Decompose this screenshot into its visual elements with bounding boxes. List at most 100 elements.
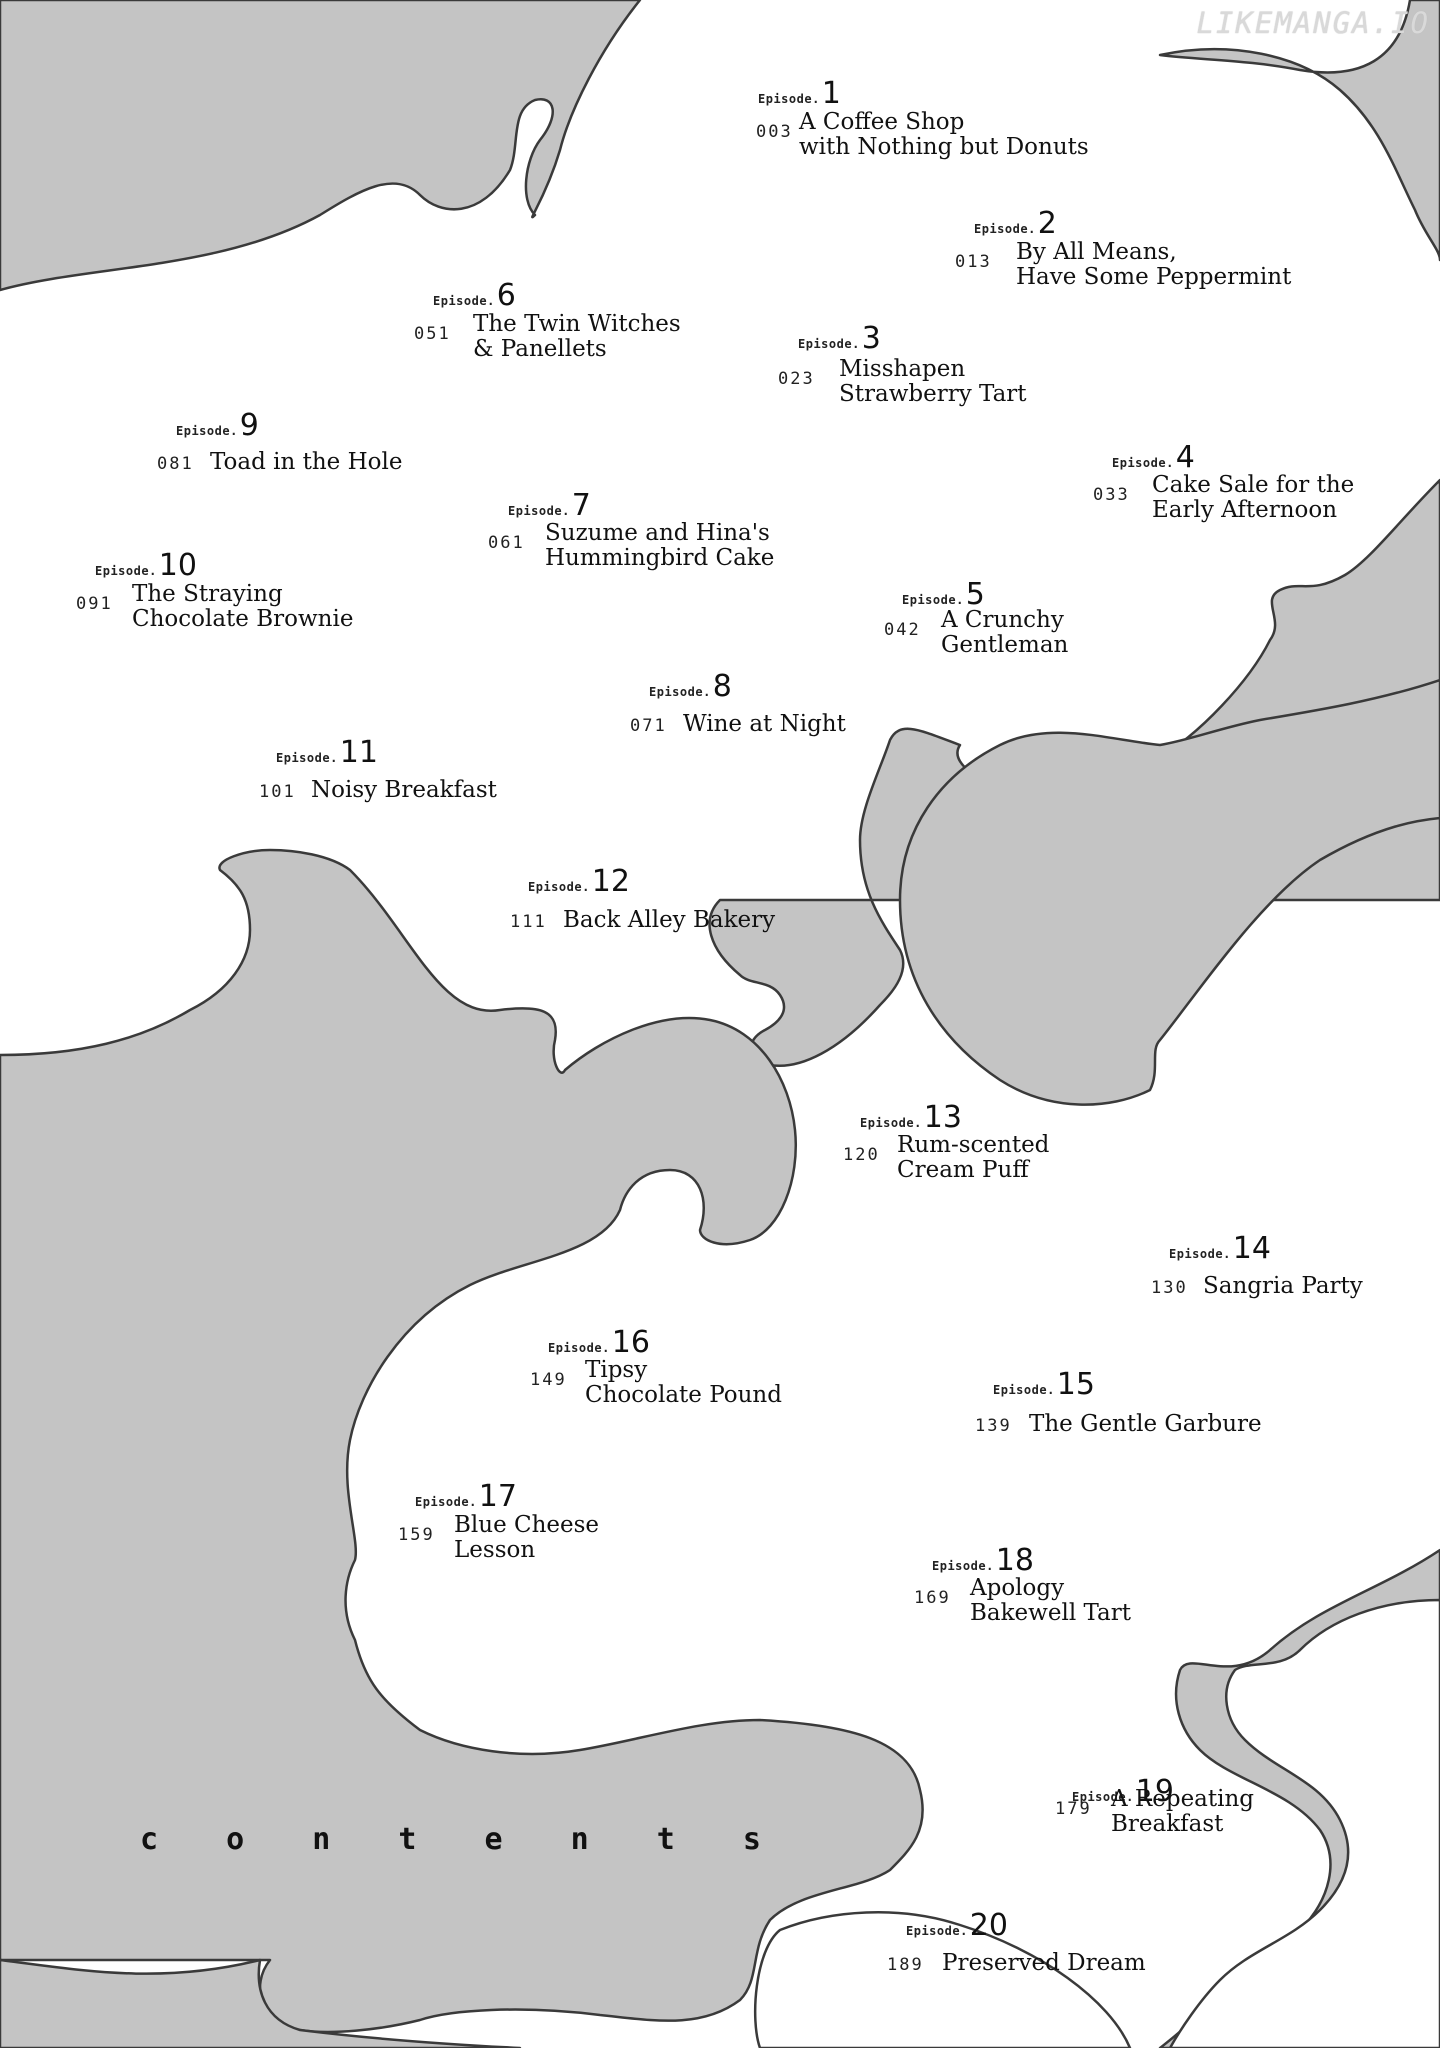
- episode-heading: Episode.8: [649, 669, 732, 704]
- episode-number: 11: [339, 735, 378, 770]
- cloud-bottom-left: [0, 848, 924, 2034]
- episode-title-line: Lesson: [454, 1537, 536, 1563]
- episode-heading: Episode.9: [176, 408, 259, 443]
- episode-title-line: The Straying: [132, 581, 283, 607]
- episode-title-line: Early Afternoon: [1152, 497, 1338, 523]
- episode-title-line: Apology: [970, 1575, 1065, 1601]
- page-number: 081: [157, 454, 194, 474]
- episode-heading: Episode.16: [548, 1325, 650, 1360]
- episode-title-line: Back Alley Bakery: [563, 907, 776, 933]
- episode-title-line: Preserved Dream: [942, 1950, 1146, 1976]
- page-number: 179: [1055, 1799, 1092, 1819]
- episode-number: 4: [1175, 440, 1195, 475]
- episode-title-line: Breakfast: [1111, 1811, 1224, 1837]
- episode-label: Episode.: [932, 1559, 994, 1573]
- episode-label: Episode.: [176, 424, 238, 438]
- episode-label: Episode.: [528, 880, 590, 894]
- episode-label: Episode.: [649, 685, 711, 699]
- episode-title-line: Suzume and Hina's: [545, 520, 770, 546]
- cloud-top-left: [0, 0, 642, 292]
- episode-heading: Episode.14: [1169, 1231, 1271, 1266]
- episode-label: Episode.: [1072, 1790, 1134, 1804]
- episode-title: The Gentle Garbure: [1029, 1412, 1262, 1437]
- episode-title-line: Misshapen: [839, 356, 966, 382]
- cloud-top-right: [1158, 0, 1440, 262]
- page-number: 023: [778, 369, 815, 389]
- watermark: LIKEMANGA.IO: [1196, 6, 1430, 40]
- page-number: 120: [843, 1145, 880, 1165]
- episode-label: Episode.: [906, 1924, 968, 1938]
- episode-number: 16: [611, 1325, 650, 1360]
- cloud-white-bottom-right: [1168, 1598, 1440, 2048]
- episode-heading: Episode.19: [1072, 1774, 1174, 1809]
- episode-heading: Episode.17: [415, 1479, 517, 1514]
- episode-label: Episode.: [276, 751, 338, 765]
- episode-heading: Episode.11: [276, 735, 378, 770]
- page-number: 013: [955, 252, 992, 272]
- episode-number: 18: [995, 1543, 1034, 1578]
- episode-heading: Episode.2: [974, 206, 1057, 241]
- episode-title-line: Tipsy: [585, 1357, 648, 1383]
- episode-label: Episode.: [758, 92, 820, 106]
- episode-title: By All Means,Have Some Peppermint: [1016, 240, 1291, 290]
- episode-title-line: Strawberry Tart: [839, 381, 1027, 407]
- episode-title-line: Noisy Breakfast: [311, 777, 497, 803]
- episode-title-line: Blue Cheese: [454, 1512, 600, 1538]
- page-number: 051: [414, 324, 451, 344]
- episode-title: Toad in the Hole: [210, 450, 402, 475]
- episode-title-line: A Repeating: [1111, 1786, 1255, 1812]
- page-number: 003: [756, 122, 793, 142]
- episode-title: Sangria Party: [1203, 1274, 1363, 1299]
- episode-number: 3: [861, 321, 881, 356]
- page-number: 101: [259, 782, 296, 802]
- episode-label: Episode.: [415, 1495, 477, 1509]
- page-number: 061: [488, 533, 525, 553]
- page-number: 033: [1093, 485, 1130, 505]
- episode-label: Episode.: [798, 337, 860, 351]
- episode-heading: Episode.13: [860, 1100, 962, 1135]
- page-number: 169: [914, 1588, 951, 1608]
- episode-label: Episode.: [974, 222, 1036, 236]
- cloud-right-lobe: [898, 678, 1440, 1106]
- episode-title: Back Alley Bakery: [563, 908, 775, 933]
- episode-label: Episode.: [1112, 456, 1174, 470]
- episode-heading: Episode.10: [95, 548, 197, 583]
- episode-number: 14: [1232, 1231, 1271, 1266]
- episode-title-line: The Twin Witches: [473, 311, 681, 337]
- episode-title: Noisy Breakfast: [311, 778, 497, 803]
- episode-title-line: & Panellets: [473, 336, 607, 362]
- episode-title-line: A Coffee Shop: [799, 109, 965, 135]
- episode-heading: Episode.1: [758, 76, 841, 111]
- episode-title-line: Hummingbird Cake: [545, 545, 775, 571]
- episode-title-line: with Nothing but Donuts: [799, 134, 1089, 160]
- episode-number: 15: [1056, 1367, 1095, 1402]
- episode-label: Episode.: [548, 1341, 610, 1355]
- page-number: 149: [530, 1370, 567, 1390]
- episode-title-line: The Gentle Garbure: [1029, 1411, 1262, 1437]
- episode-number: 13: [923, 1100, 962, 1135]
- page-number: 071: [630, 716, 667, 736]
- contents-heading: c o n t e n t s: [140, 1822, 786, 1857]
- episode-number: 1: [821, 76, 841, 111]
- episode-number: 8: [712, 669, 732, 704]
- episode-number: 19: [1135, 1774, 1174, 1809]
- page-number: 130: [1151, 1278, 1188, 1298]
- episode-title-line: Have Some Peppermint: [1016, 264, 1292, 290]
- cloud-bottom-strip: [0, 1958, 522, 2048]
- episode-heading: Episode.18: [932, 1543, 1034, 1578]
- episode-title: The Twin Witches& Panellets: [473, 312, 681, 362]
- episode-title-line: Toad in the Hole: [210, 449, 403, 475]
- episode-label: Episode.: [95, 564, 157, 578]
- cloud-white-bottom: [753, 1911, 1132, 2048]
- episode-title-line: Sangria Party: [1203, 1273, 1363, 1299]
- episode-number: 20: [969, 1908, 1008, 1943]
- episode-heading: Episode.6: [433, 278, 516, 313]
